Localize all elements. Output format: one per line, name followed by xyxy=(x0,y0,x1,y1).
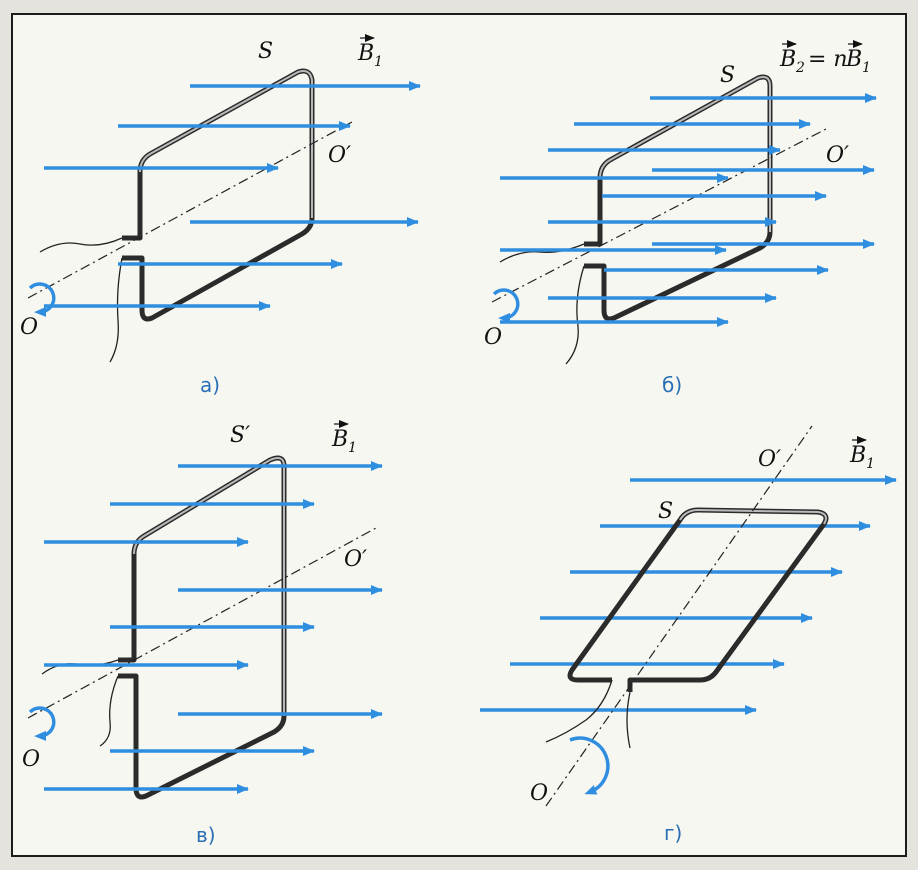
panel-a: S B 1 O O′ а) xyxy=(20,34,421,397)
panel-a-lead-wire xyxy=(39,237,123,253)
panel-g-field-lines xyxy=(480,475,897,715)
panel-v-field-lines xyxy=(44,461,383,794)
panel-g-lead-wire-2 xyxy=(626,691,631,749)
panel-a-axis-start: O xyxy=(20,315,38,340)
panel-b-field-equation: = n xyxy=(808,47,848,72)
panel-v-area-label: S′ xyxy=(230,423,250,448)
panel-v-rotation-arrow xyxy=(28,706,56,741)
panel-b-field-lines xyxy=(500,93,877,327)
panel-b-field-subscript: 2 xyxy=(795,60,805,76)
panel-v-axis-start: O xyxy=(22,747,40,772)
panel-b-field-label: B xyxy=(779,47,796,72)
panel-g-rotation-axis xyxy=(545,425,813,807)
panel-g-field-label: B xyxy=(849,443,866,468)
panel-b-axis-start: O xyxy=(484,325,502,350)
panel-v-field-subscript: 1 xyxy=(348,440,357,456)
panel-b-axis-end: O′ xyxy=(826,143,849,168)
panel-g-field-subscript: 1 xyxy=(866,456,875,472)
panel-v-axis-end: O′ xyxy=(344,547,367,572)
panel-b: S B 2 = n B 1 O O′ б) xyxy=(484,40,877,397)
panel-b-area-label: S xyxy=(720,63,735,88)
panel-g-caption: г) xyxy=(664,821,682,845)
panel-b-caption: б) xyxy=(662,373,682,397)
panel-g-lead-wire xyxy=(545,679,613,743)
panel-a-rotation-arrow xyxy=(28,282,56,317)
panel-v: S′ B 1 O O′ в) xyxy=(22,420,383,847)
panel-a-rotation-axis xyxy=(27,121,353,299)
panel-b-rotation-axis xyxy=(491,127,829,303)
panel-v-caption: в) xyxy=(196,823,216,847)
panel-b-field-label-2: B xyxy=(845,47,862,72)
panel-a-field-lines xyxy=(44,81,421,311)
panel-a-lead-wire-2 xyxy=(109,257,123,363)
panel-b-lead-wire-2 xyxy=(565,265,585,365)
panel-g-axis-start: O xyxy=(530,781,548,806)
panel-g-rotation-arrow xyxy=(569,736,610,795)
panel-a-field-label: B xyxy=(357,41,374,66)
panel-v-rotation-axis xyxy=(27,527,377,719)
panel-g-axis-end: O′ xyxy=(758,447,781,472)
panel-a-axis-end: O′ xyxy=(328,143,351,168)
panel-b-rotation-arrow xyxy=(492,288,520,323)
panel-g-area-label: S xyxy=(658,499,673,524)
figure-frame xyxy=(11,13,907,857)
panel-a-caption: а) xyxy=(200,373,220,397)
panel-v-field-label: B xyxy=(331,427,348,452)
panel-v-lead-wire-2 xyxy=(99,675,119,747)
panel-a-area-label: S xyxy=(258,39,273,64)
panel-b-field2-subscript: 1 xyxy=(862,60,871,76)
panel-g: S B 1 O O′ г) xyxy=(480,425,897,845)
panel-a-field-subscript: 1 xyxy=(374,54,383,70)
